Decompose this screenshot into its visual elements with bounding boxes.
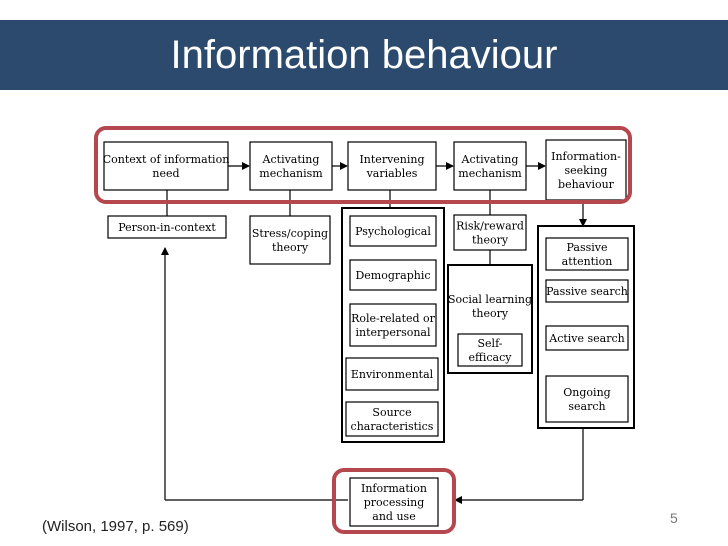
activating-mechanism-2-label: Activating xyxy=(461,153,519,166)
role-related-or-interpersonal-box xyxy=(349,303,437,347)
demographic-label: Demographic xyxy=(355,269,430,282)
role-related-or-interpersonal-label: interpersonal xyxy=(355,326,431,339)
activating-mechanism-2-box xyxy=(453,141,527,191)
slide-title: Information behaviour xyxy=(170,33,558,77)
information-processing-and-use-box xyxy=(349,477,439,527)
stress-coping-theory-label: theory xyxy=(272,241,309,254)
passive-search: Passive search xyxy=(545,279,629,303)
information-processing-and-use-label: processing xyxy=(364,496,425,509)
intervening-variables-label: variables xyxy=(366,167,418,180)
psychological: Psychological xyxy=(349,215,437,247)
group-containers xyxy=(341,207,635,443)
ongoing-search-label: search xyxy=(568,400,605,413)
passive-attention-label: Passive xyxy=(567,241,608,254)
information-seeking-behaviour-label: seeking xyxy=(565,164,608,177)
source-characteristics-label: Source xyxy=(372,406,411,419)
highlight-information-processing xyxy=(332,468,456,534)
search-modes-group xyxy=(537,225,635,429)
environmental-label: Environmental xyxy=(351,368,434,381)
active-search-box xyxy=(545,325,629,351)
passive-attention-label: attention xyxy=(562,255,613,268)
information-seeking-behaviour-label: Information- xyxy=(551,150,621,163)
psychological-box xyxy=(349,215,437,247)
person-in-context-box xyxy=(107,215,227,239)
information-processing-and-use-label: Information xyxy=(361,482,427,495)
demographic: Demographic xyxy=(349,259,437,291)
activating-mechanism-1-label: mechanism xyxy=(259,167,323,180)
intervening-variables-group xyxy=(341,207,445,443)
information-seeking-behaviour-label: behaviour xyxy=(558,178,615,191)
ongoing-search-label: Ongoing xyxy=(563,386,610,399)
social-learning-theory-label: theory xyxy=(472,307,509,320)
context-of-information-need-label: Context of information xyxy=(103,153,230,166)
risk-reward-theory-label: Risk/reward xyxy=(456,220,524,233)
passive-search-box xyxy=(545,279,629,303)
social-learning-theory-label: Social learning xyxy=(448,293,532,306)
passive-attention-box xyxy=(545,237,629,271)
page-number: 5 xyxy=(670,510,678,526)
information-processing-and-use-label: and use xyxy=(372,510,415,523)
highlights xyxy=(94,126,632,534)
title-bar: Information behaviour xyxy=(0,20,728,90)
activating-mechanism-1-box xyxy=(249,141,333,191)
source-characteristics-box xyxy=(345,401,439,437)
stress-coping-theory-label: Stress/coping xyxy=(252,227,328,240)
ongoing-search-box xyxy=(545,375,629,423)
diagram-nodes: Context of informationneedActivatingmech… xyxy=(103,139,629,527)
citation: (Wilson, 1997, p. 569) xyxy=(42,518,189,535)
intervening-variables-label: Intervening xyxy=(359,153,424,166)
person-in-context-label: Person-in-context xyxy=(118,221,216,234)
environmental: Environmental xyxy=(345,357,439,391)
activating-mechanism-2-label: mechanism xyxy=(458,167,522,180)
person-in-context: Person-in-context xyxy=(107,215,227,239)
psychological-label: Psychological xyxy=(355,225,431,238)
information-seeking-behaviour-box xyxy=(545,139,627,201)
risk-reward-theory-box xyxy=(453,214,527,251)
active-search: Active search xyxy=(545,325,629,351)
intervening-variables-box xyxy=(347,141,437,191)
activating-mechanism-1-label: Activating xyxy=(262,153,320,166)
highlight-top-row xyxy=(94,126,632,204)
social-learning-group xyxy=(447,264,533,374)
context-of-information-need-label: need xyxy=(152,167,179,180)
context-of-information-need-box xyxy=(103,141,229,191)
active-search-label: Active search xyxy=(548,332,624,345)
self-efficacy-box xyxy=(457,333,523,367)
self-efficacy-label: Self- xyxy=(478,337,503,350)
self-efficacy: Self-efficacy xyxy=(457,333,523,367)
stress-coping-theory-box xyxy=(249,215,331,265)
role-related-or-interpersonal-label: Role-related or xyxy=(351,312,436,325)
environmental-box xyxy=(345,357,439,391)
self-efficacy-label: efficacy xyxy=(469,351,513,364)
source-characteristics-label: characteristics xyxy=(351,420,434,433)
demographic-box xyxy=(349,259,437,291)
risk-reward-theory-label: theory xyxy=(472,234,509,247)
passive-search-label: Passive search xyxy=(546,285,628,298)
